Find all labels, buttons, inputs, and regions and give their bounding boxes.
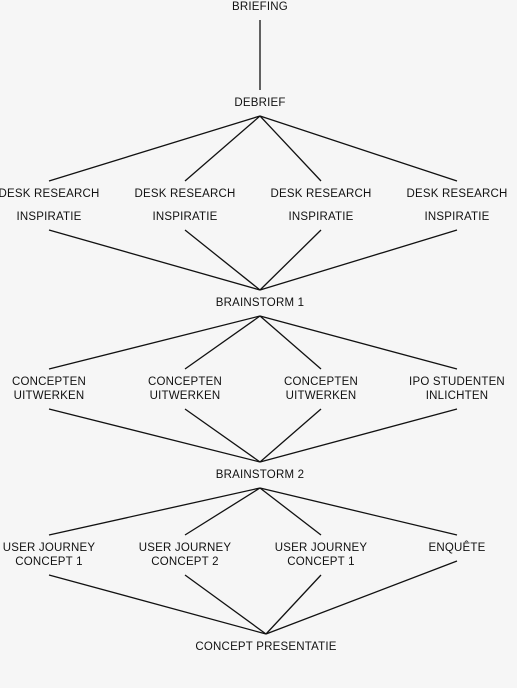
connector-brain1-conc3 (259, 315, 322, 370)
node-brainstorm-1: BRAINSTORM 1 (216, 296, 304, 310)
connector-insp1-brain1 (48, 229, 261, 291)
node-line: BRAINSTORM 1 (215, 297, 305, 309)
connector-brain2-enquete (259, 487, 458, 536)
node-inspiratie-1: INSPIRATIE (16, 210, 81, 224)
connector-brain2-uj1 (48, 487, 261, 536)
node-line: INLICHTEN (425, 390, 489, 402)
connector-uj3-presentatie (265, 574, 322, 635)
connector-insp2-brain1 (184, 229, 261, 291)
connector-conc3-brain2 (259, 408, 322, 463)
connector-brain2-uj3 (259, 487, 322, 536)
node-line: IPO STUDENTEN (409, 376, 505, 388)
connector-debrief-desk2 (184, 115, 261, 182)
node-inspiratie-3: INSPIRATIE (288, 210, 353, 224)
node-line: INSPIRATIE (424, 211, 490, 223)
connector-enquete-presentatie (265, 560, 458, 635)
connector-brain2-uj2 (184, 487, 261, 536)
node-line: USER JOURNEY (274, 542, 368, 554)
node-concepten-uitwerken-3: CONCEPTEN UITWERKEN (284, 375, 358, 403)
node-line: DEBRIEF (234, 97, 286, 109)
node-line: DESK RESEARCH (270, 188, 372, 200)
node-user-journey-3: USER JOURNEY CONCEPT 1 (275, 541, 368, 569)
connector-conc2-brain2 (184, 408, 261, 463)
node-desk-research-4: DESK RESEARCH (406, 187, 507, 201)
connector-conc1-brain2 (48, 408, 261, 463)
node-line: UITWERKEN (149, 390, 221, 402)
node-line: DESK RESEARCH (134, 188, 236, 200)
node-debrief: DEBRIEF (234, 96, 285, 110)
node-line: CONCEPT 1 (287, 556, 355, 568)
node-concepten-uitwerken-1: CONCEPTEN UITWERKEN (12, 375, 86, 403)
node-inspiratie-2: INSPIRATIE (152, 210, 217, 224)
connector-debrief-desk4 (259, 115, 458, 182)
node-concepten-uitwerken-2: CONCEPTEN UITWERKEN (148, 375, 222, 403)
node-line: DESK RESEARCH (0, 188, 100, 200)
node-ipo-studenten-inlichten: IPO STUDENTEN INLICHTEN (409, 375, 505, 403)
node-line: USER JOURNEY (2, 542, 96, 554)
node-line: INSPIRATIE (16, 211, 82, 223)
node-brainstorm-2: BRAINSTORM 2 (216, 468, 304, 482)
connector-brain1-conc2 (184, 315, 261, 370)
node-inspiratie-4: INSPIRATIE (424, 210, 489, 224)
node-line: DESK RESEARCH (406, 188, 508, 200)
node-line: INSPIRATIE (288, 211, 354, 223)
node-line: CONCEPT 1 (15, 556, 83, 568)
node-line: USER JOURNEY (138, 542, 232, 554)
node-line: BRAINSTORM 2 (215, 469, 305, 481)
connector-insp3-brain1 (259, 229, 322, 291)
node-desk-research-3: DESK RESEARCH (270, 187, 371, 201)
connector-brain1-ipo (259, 315, 458, 370)
node-line: CONCEPTEN (283, 376, 359, 388)
node-line: CONCEPTEN (11, 376, 87, 388)
node-line: CONCEPT 2 (151, 556, 219, 568)
node-line: UITWERKEN (13, 390, 85, 402)
node-desk-research-2: DESK RESEARCH (134, 187, 235, 201)
node-desk-research-1: DESK RESEARCH (0, 187, 100, 201)
connector-debrief-desk1 (48, 115, 261, 182)
connector-debrief-desk3 (259, 115, 322, 182)
node-user-journey-1: USER JOURNEY CONCEPT 1 (3, 541, 96, 569)
node-line: ENQUÊTE (428, 542, 486, 554)
node-line: BRIEFING (232, 1, 288, 13)
node-line: CONCEPT PRESENTATIE (195, 641, 337, 653)
connector-uj2-presentatie (184, 574, 267, 635)
node-concept-presentatie: CONCEPT PRESENTATIE (195, 640, 336, 654)
node-briefing: BRIEFING (232, 0, 288, 14)
node-line: INSPIRATIE (152, 211, 218, 223)
node-user-journey-2: USER JOURNEY CONCEPT 2 (139, 541, 232, 569)
connector-ipo-brain2 (259, 408, 458, 463)
connector-uj1-presentatie (48, 574, 267, 635)
node-line: CONCEPTEN (147, 376, 223, 388)
node-enquete: ENQUÊTE (429, 541, 486, 555)
connector-brain1-conc1 (48, 315, 261, 370)
connector-insp4-brain1 (259, 229, 458, 291)
node-line: UITWERKEN (285, 390, 357, 402)
